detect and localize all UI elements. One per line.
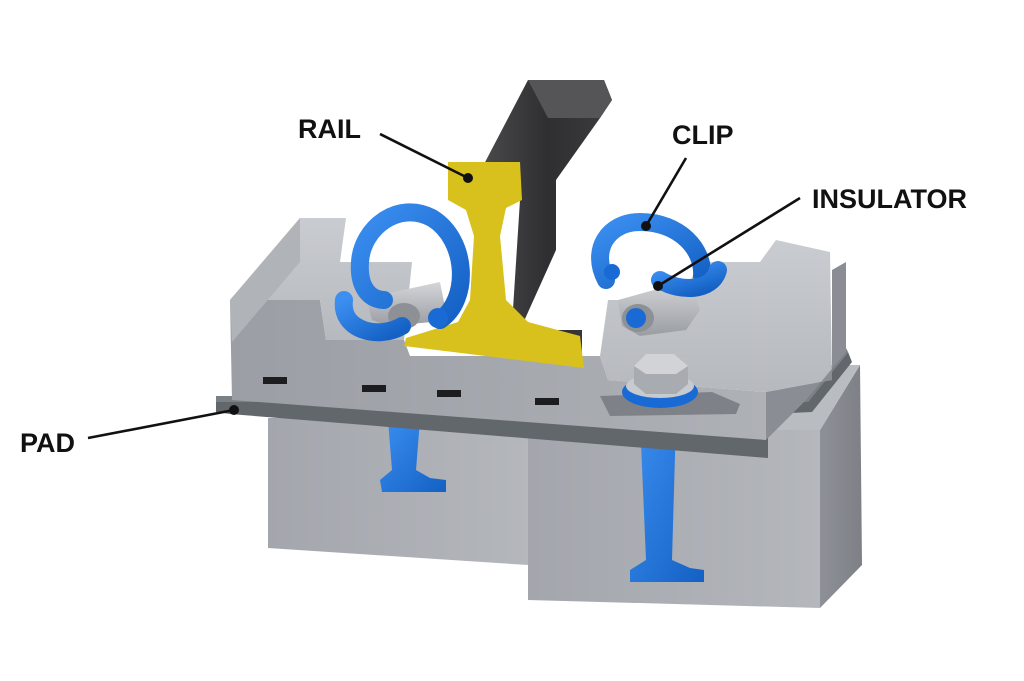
leader-insulator [653,196,801,291]
leader-pad [87,405,239,440]
hex-bolt-icon [622,354,698,408]
leader-clip [641,157,688,231]
leader-rail [379,132,473,183]
clip-left [334,203,470,342]
label-clip: CLIP [672,120,734,150]
anchor-right [630,420,704,582]
rail [404,80,612,368]
label-pad: PAD [20,428,75,458]
plate-slot [535,398,559,405]
label-rail: RAIL [298,114,361,144]
label-insulator: INSULATOR [812,184,967,214]
plate-slot [437,390,461,397]
right-concrete-block [528,430,820,608]
baseplate [230,218,846,440]
anchor-left [380,420,446,492]
clip-right [591,212,727,328]
plate-slot [362,385,386,392]
rail-cross-section [404,162,584,368]
plate-slot [263,377,287,384]
right-concrete-block-side [820,365,862,608]
